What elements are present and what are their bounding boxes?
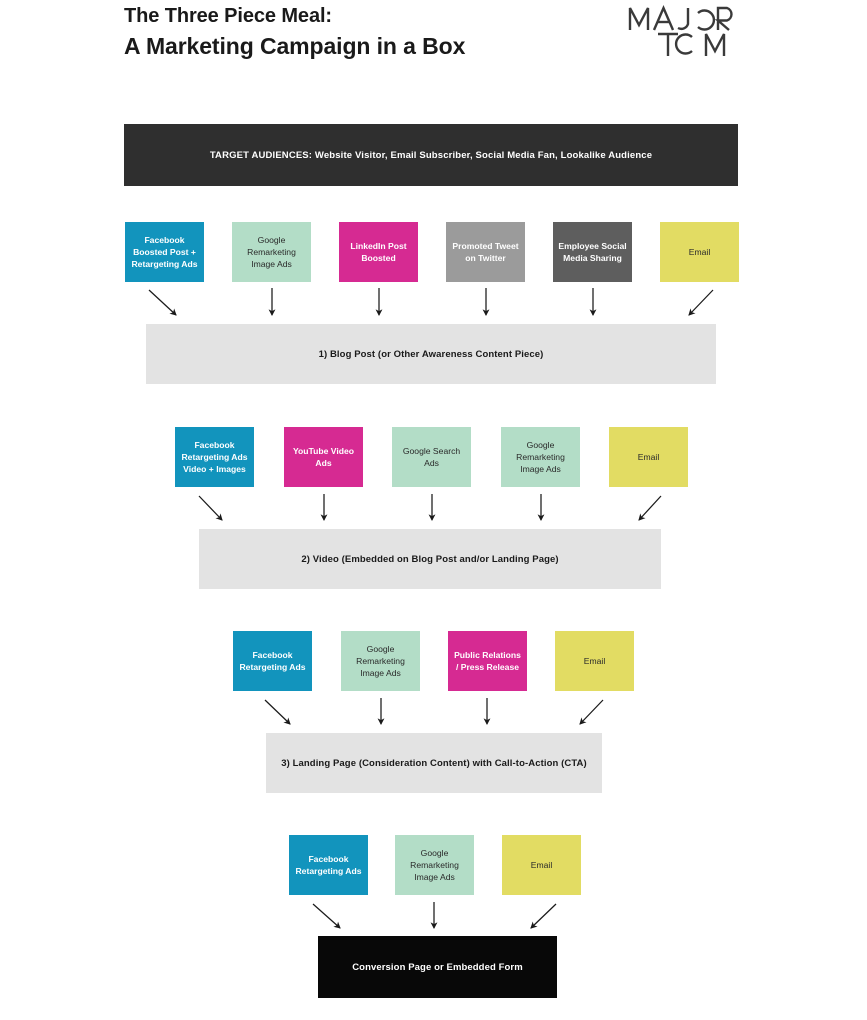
channel-box[interactable]: Email xyxy=(502,835,581,895)
channel-box[interactable]: Facebook Retargeting Ads xyxy=(233,631,312,691)
channel-box[interactable]: Facebook Retargeting Ads xyxy=(289,835,368,895)
channel-label: Email xyxy=(637,451,660,462)
channel-box[interactable]: Email xyxy=(609,427,688,487)
channel-box[interactable]: Promoted Tweet on Twitter xyxy=(446,222,525,282)
channel-label: YouTube Video Ads xyxy=(292,445,355,468)
stage-label: 3) Landing Page (Consideration Content) … xyxy=(281,757,587,769)
stage-label: Conversion Page or Embedded Form xyxy=(352,961,523,973)
major-tom-logo xyxy=(626,3,746,59)
channel-label: Google Remarketing Image Ads xyxy=(247,234,296,270)
channel-label: Google Remarketing Image Ads xyxy=(410,847,459,883)
channel-box[interactable]: Facebook Retargeting Ads Video + Images xyxy=(175,427,254,487)
channel-box[interactable]: Google Remarketing Image Ads xyxy=(232,222,311,282)
channel-label: Facebook Retargeting Ads Video + Images xyxy=(181,439,248,475)
channel-label: Promoted Tweet on Twitter xyxy=(452,240,519,263)
channel-box[interactable]: Email xyxy=(660,222,739,282)
title-line-secondary: A Marketing Campaign in a Box xyxy=(124,32,466,59)
channel-label: Email xyxy=(688,246,711,257)
channel-box[interactable]: YouTube Video Ads xyxy=(284,427,363,487)
channel-box[interactable]: Google Remarketing Image Ads xyxy=(395,835,474,895)
stage-label: 1) Blog Post (or Other Awareness Content… xyxy=(318,348,544,360)
title-line-primary: The Three Piece Meal: xyxy=(124,5,332,27)
channel-label: Facebook Boosted Post + Retargeting Ads xyxy=(131,234,198,270)
channel-label: Google Remarketing Image Ads xyxy=(356,643,405,679)
stage-label: 2) Video (Embedded on Blog Post and/or L… xyxy=(301,553,559,565)
channel-label: Google Search Ads xyxy=(402,445,461,468)
channel-label: Facebook Retargeting Ads xyxy=(295,853,362,876)
channel-box[interactable]: Google Remarketing Image Ads xyxy=(501,427,580,487)
channel-box[interactable]: Google Search Ads xyxy=(392,427,471,487)
channel-box[interactable]: Email xyxy=(555,631,634,691)
channel-box[interactable]: Public Relations / Press Release xyxy=(448,631,527,691)
target-audiences-label: TARGET AUDIENCES: Website Visitor, Email… xyxy=(209,149,653,161)
channel-label: LinkedIn Post Boosted xyxy=(350,240,407,263)
stage-bar-video: 2) Video (Embedded on Blog Post and/or L… xyxy=(199,529,661,589)
channel-label: Employee Social Media Sharing xyxy=(558,240,627,263)
stage-bar-blog-post: 1) Blog Post (or Other Awareness Content… xyxy=(146,324,716,384)
channel-box[interactable]: LinkedIn Post Boosted xyxy=(339,222,418,282)
channel-box[interactable]: Employee Social Media Sharing xyxy=(553,222,632,282)
page-header: The Three Piece Meal: A Marketing Campai… xyxy=(0,0,867,100)
stage-bar-conversion-page: Conversion Page or Embedded Form xyxy=(318,936,557,998)
stage-bar-landing-page: 3) Landing Page (Consideration Content) … xyxy=(266,733,602,793)
channel-label: Email xyxy=(530,859,553,870)
channel-box[interactable]: Google Remarketing Image Ads xyxy=(341,631,420,691)
channel-label: Email xyxy=(583,655,606,666)
channel-box[interactable]: Facebook Boosted Post + Retargeting Ads xyxy=(125,222,204,282)
page-title: The Three Piece Meal: A Marketing Campai… xyxy=(124,4,465,61)
channel-label: Google Remarketing Image Ads xyxy=(516,439,565,475)
channel-label: Public Relations / Press Release xyxy=(454,649,521,672)
target-audiences-banner: TARGET AUDIENCES: Website Visitor, Email… xyxy=(124,124,738,186)
channel-label: Facebook Retargeting Ads xyxy=(239,649,306,672)
